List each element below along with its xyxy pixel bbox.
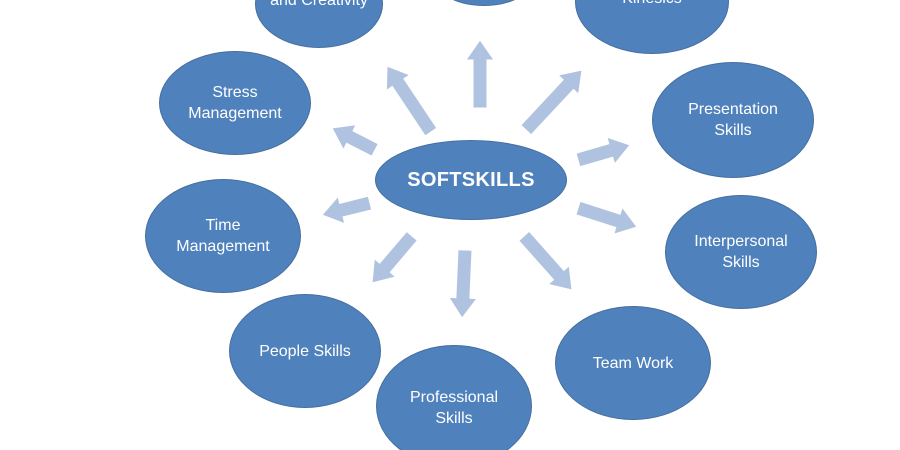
arrow-to-professional	[447, 249, 478, 319]
node-creativity-label: and Creativity	[270, 0, 368, 9]
node-kinesics-label: Kinesics	[622, 0, 682, 9]
node-people-skills-label: People Skills	[259, 342, 351, 360]
arrow-to-presentation	[575, 136, 631, 168]
node-time-management-label: Time Management	[176, 217, 270, 255]
node-stress-management: Stress Management	[159, 51, 311, 155]
node-interpersonal-skills-label: Interpersonal Skills	[694, 233, 788, 271]
center-node-label: SOFTSKILLS	[407, 168, 535, 191]
arrow-to-stress	[331, 123, 379, 157]
node-interpersonal-skills: Interpersonal Skills	[665, 195, 817, 309]
node-presentation-skills: Presentation Skills	[652, 62, 814, 178]
node-team-work-label: Team Work	[592, 354, 674, 372]
center-node-softskills: SOFTSKILLS	[375, 140, 567, 220]
node-presentation-skills-label: Presentation Skills	[688, 101, 778, 139]
arrow-to-interpersonal	[575, 200, 638, 235]
arrow-to-top	[465, 39, 495, 109]
arrow-to-creativity	[385, 65, 438, 137]
node-stress-management-label: Stress Management	[188, 84, 282, 122]
node-professional-skills: Professional Skills	[376, 345, 532, 450]
arrow-to-people	[371, 230, 419, 284]
node-professional-skills-label: Professional Skills	[409, 389, 499, 427]
arrow-to-kinesics	[520, 69, 583, 136]
node-team-work: Team Work	[555, 306, 711, 420]
arrow-to-teamwork	[518, 230, 573, 291]
arrow-to-time	[321, 195, 373, 225]
node-people-skills: People Skills	[229, 294, 381, 408]
node-time-management: Time Management	[145, 179, 301, 293]
